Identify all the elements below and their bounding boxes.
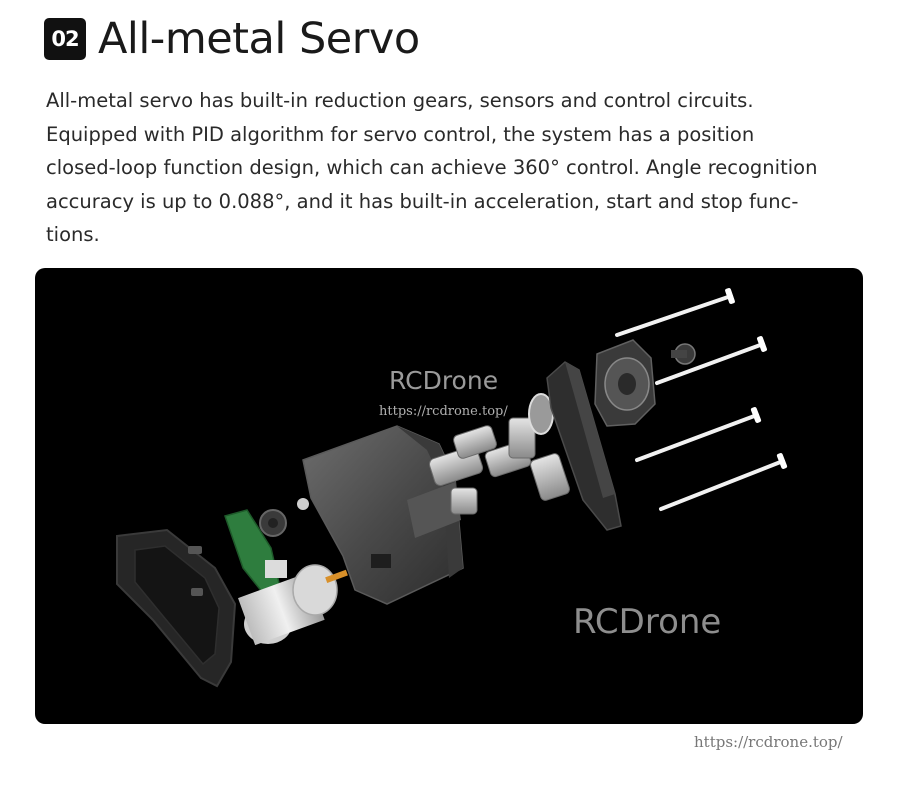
watermark-url: https://rcdrone.top/	[379, 404, 508, 419]
watermark-brand-large: RCDrone	[573, 602, 722, 642]
product-image-panel: RCDrone https://rcdrone.top/ RCDrone	[35, 268, 863, 724]
description-paragraph: All-metal servo has built-in reduction g…	[46, 84, 858, 252]
watermark-brand: RCDrone	[389, 366, 499, 395]
footer-url: https://rcdrone.top/	[694, 733, 843, 751]
section-number-badge: 02	[44, 18, 86, 60]
description-line: closed-loop function design, which can a…	[46, 156, 818, 179]
section-title: All-metal Servo	[98, 14, 420, 64]
description-line: Equipped with PID algorithm for servo co…	[46, 122, 755, 146]
description-line: tions.	[46, 223, 100, 246]
exploded-servo-icon	[116, 288, 788, 688]
description-line: All-metal servo has built-in reduction g…	[46, 89, 754, 112]
description-line: accuracy is up to 0.088°, and it has bui…	[46, 189, 799, 213]
section-header: 02 All-metal Servo	[44, 14, 420, 64]
